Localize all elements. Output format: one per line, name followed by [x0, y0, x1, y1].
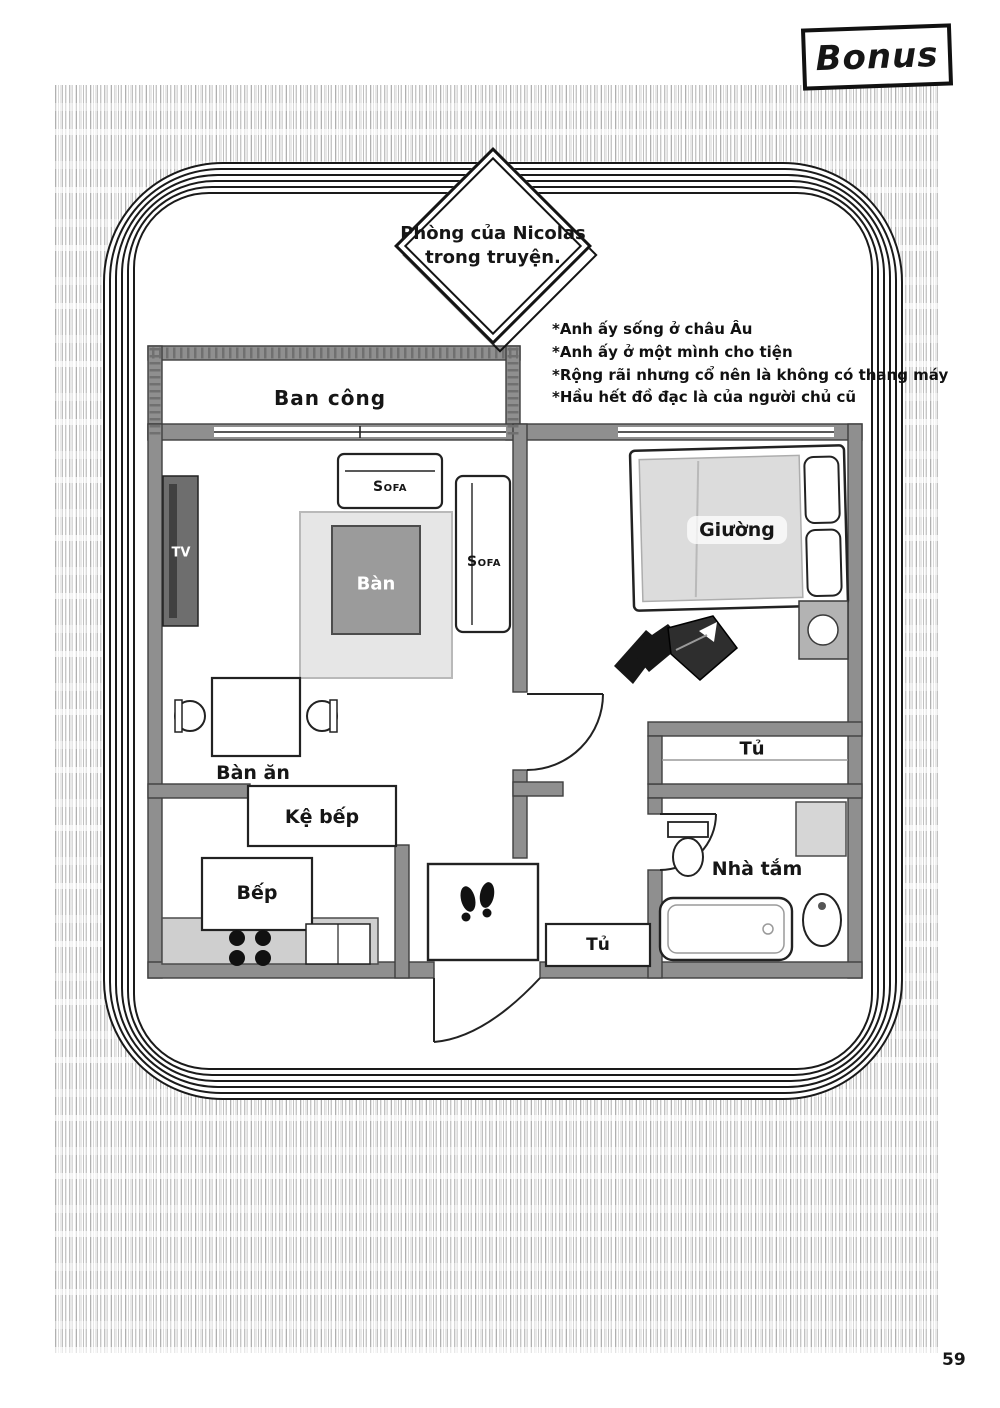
bonus-label: Bonus	[814, 34, 940, 80]
bathroom-fixtures	[658, 801, 847, 962]
tv-label: TV	[171, 545, 191, 561]
closet-label: Tủ	[739, 738, 765, 760]
bonus-badge: Bonus	[800, 23, 954, 91]
sofa-side-shape	[454, 474, 512, 634]
entry-mat	[426, 862, 540, 962]
kitchen-shelf-box	[246, 784, 398, 848]
title-line-2: trong truyện.	[425, 247, 561, 268]
kitchen-label: Bếp	[236, 882, 278, 904]
tv-unit	[162, 475, 199, 627]
title-text: Phòng của Nicolas trong truyện.	[400, 179, 586, 313]
kitchen-shelf-label: Kệ bếp	[284, 806, 360, 828]
kitchen-counter	[161, 856, 379, 966]
notes-block: *Anh ấy sống ở châu Âu *Anh ấy ở một mìn…	[552, 318, 948, 409]
note-line: *Hầu hết đồ đạc là của người chủ cũ	[552, 388, 857, 407]
table-label: Bàn	[356, 573, 396, 595]
note-line: *Anh ấy ở một mình cho tiện	[552, 342, 793, 361]
dining-set	[174, 676, 338, 758]
windows	[214, 426, 834, 438]
coffee-table-shape	[331, 525, 421, 635]
page-number: 59	[942, 1350, 966, 1370]
bathroom-label: Nhà tắm	[711, 858, 803, 880]
sofa-top-shape	[336, 452, 444, 510]
sofa-side-label: Sofa	[466, 554, 502, 570]
balcony-railing	[149, 347, 519, 438]
note-line: *Anh ấy sống ở châu Âu	[552, 320, 753, 338]
note-line: *Rộng rãi nhưng cổ nên là không có thang…	[552, 365, 949, 384]
nightstand	[798, 600, 849, 660]
clothes-pile	[614, 615, 739, 684]
entry-cabinet-label: Tủ	[586, 935, 610, 955]
entry-cabinet-box	[544, 922, 652, 968]
dining-table-label: Bàn ăn	[216, 762, 290, 784]
balcony-label: Ban công	[273, 386, 387, 410]
sofa-top-label: Sofa	[372, 479, 408, 495]
title-line-1: Phòng của Nicolas	[400, 222, 586, 244]
bed-label: Giường	[687, 516, 787, 544]
